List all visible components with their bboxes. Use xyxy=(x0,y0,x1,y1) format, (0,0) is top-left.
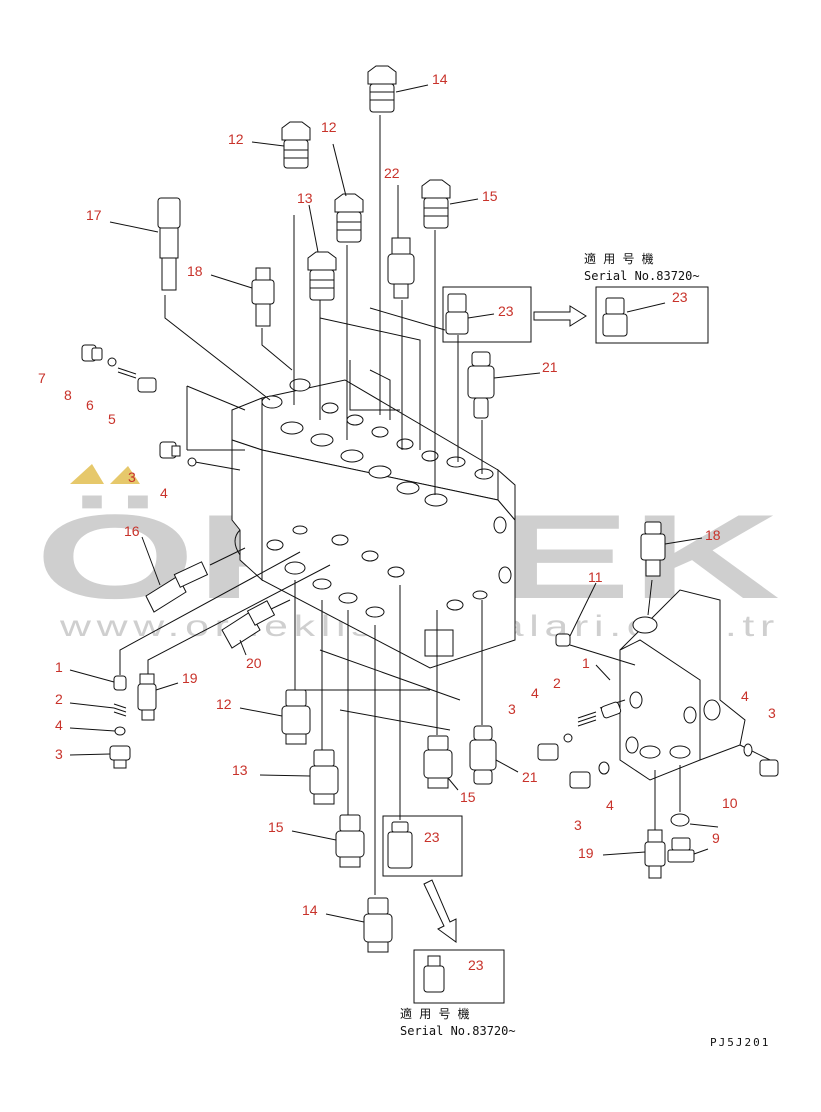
label-1-right: 1 xyxy=(582,655,590,671)
label-14-bottom: 14 xyxy=(302,902,318,918)
label-21-top: 21 xyxy=(542,359,558,375)
label-3-right-upper: 3 xyxy=(508,701,516,717)
callout-labels: 7 8 6 5 3 4 17 18 12 12 13 14 22 15 23 2… xyxy=(38,71,776,973)
label-17: 17 xyxy=(86,207,102,223)
part-23-new-top xyxy=(602,297,628,337)
label-15-bottom: 15 xyxy=(268,819,284,835)
label-22: 22 xyxy=(384,165,400,181)
label-15-top: 15 xyxy=(482,188,498,204)
label-3-far-right: 3 xyxy=(768,705,776,721)
label-18-right: 18 xyxy=(705,527,721,543)
label-23-new-top: 23 xyxy=(672,289,688,305)
label-23-box-top: 23 xyxy=(498,303,514,319)
parts-3-4-upper xyxy=(159,441,197,467)
label-13-bottom: 13 xyxy=(232,762,248,778)
parts-right-10-9-19 xyxy=(644,813,695,879)
watermark-logo-mark xyxy=(70,464,140,484)
parts-1-2-4-3-left xyxy=(109,675,131,769)
parts-right-1-2-4-3 xyxy=(537,701,779,789)
part-19-left xyxy=(137,673,157,721)
label-8: 8 xyxy=(64,387,72,403)
serial-note-bottom: 適 用 号 機 Serial No.83720~ xyxy=(400,1006,516,1038)
label-4-right-lower: 4 xyxy=(606,797,614,813)
label-4-right-upper: 4 xyxy=(531,685,539,701)
part-20 xyxy=(221,600,276,649)
part-23-box-top xyxy=(445,293,469,335)
label-6: 6 xyxy=(86,397,94,413)
label-1-left: 1 xyxy=(55,659,63,675)
label-18-left: 18 xyxy=(187,263,203,279)
label-5: 5 xyxy=(108,411,116,427)
serial-boxes xyxy=(382,286,709,1004)
part-22 xyxy=(387,237,415,299)
label-3-right-lower: 3 xyxy=(574,817,582,833)
part-12-bottom xyxy=(281,689,311,745)
part-17 xyxy=(157,197,181,291)
label-19-left: 19 xyxy=(182,670,198,686)
part-15-lower-right xyxy=(423,735,453,789)
label-2-right: 2 xyxy=(553,675,561,691)
label-13-top: 13 xyxy=(297,190,313,206)
part-12-center xyxy=(334,193,364,243)
label-19-right: 19 xyxy=(578,845,594,861)
label-3-upper: 3 xyxy=(128,469,136,485)
serial-note-top: 適 用 号 機 Serial No.83720~ xyxy=(584,251,700,283)
drawing-code: PJ5J201 xyxy=(710,1036,770,1049)
part-16 xyxy=(145,561,209,613)
part-14-bottom xyxy=(363,897,393,953)
label-12-top-center: 12 xyxy=(321,119,337,135)
part-21-bottom xyxy=(469,725,497,785)
label-4-left: 4 xyxy=(55,717,63,733)
arrow-down-icon xyxy=(423,879,457,943)
main-valve-body xyxy=(231,378,516,669)
parts-7-8-6-5 xyxy=(81,344,157,393)
label-23-box-bottom: 23 xyxy=(424,829,440,845)
part-11 xyxy=(555,633,571,647)
connection-lines xyxy=(119,115,771,895)
part-18-right xyxy=(640,521,666,577)
label-4-far-right: 4 xyxy=(741,688,749,704)
serial-note-bottom-line2: Serial No.83720~ xyxy=(400,1024,516,1038)
label-3-left: 3 xyxy=(55,746,63,762)
label-12-bottom: 12 xyxy=(216,696,232,712)
label-9: 9 xyxy=(712,830,720,846)
label-23-new-bottom: 23 xyxy=(468,957,484,973)
label-leaders xyxy=(69,84,719,923)
arrow-right-icon xyxy=(533,305,587,327)
part-13-top xyxy=(307,251,337,301)
label-14-top: 14 xyxy=(432,71,448,87)
serial-note-top-line1: 適 用 号 機 xyxy=(584,251,654,266)
label-20: 20 xyxy=(246,655,262,671)
label-4-upper: 4 xyxy=(160,485,168,501)
label-10: 10 xyxy=(722,795,738,811)
part-12-top xyxy=(281,121,311,169)
part-14-top xyxy=(367,65,397,113)
label-2-left: 2 xyxy=(55,691,63,707)
part-15-top xyxy=(421,179,451,229)
label-16: 16 xyxy=(124,523,140,539)
label-15-lower-right: 15 xyxy=(460,789,476,805)
part-13-bottom xyxy=(309,749,339,805)
label-11: 11 xyxy=(588,569,603,585)
part-15-bottom xyxy=(335,814,365,868)
parts xyxy=(81,65,779,993)
part-18-left xyxy=(251,267,275,327)
secondary-valve-body xyxy=(619,589,746,781)
label-12-top-left: 12 xyxy=(228,131,244,147)
part-23-new-bottom xyxy=(423,955,445,993)
serial-note-bottom-line1: 適 用 号 機 xyxy=(400,1006,470,1021)
serial-note-top-line2: Serial No.83720~ xyxy=(584,269,700,283)
label-7: 7 xyxy=(38,370,46,386)
part-23-box-bottom xyxy=(387,821,413,869)
part-21-top xyxy=(467,351,495,419)
label-21-bottom: 21 xyxy=(522,769,538,785)
